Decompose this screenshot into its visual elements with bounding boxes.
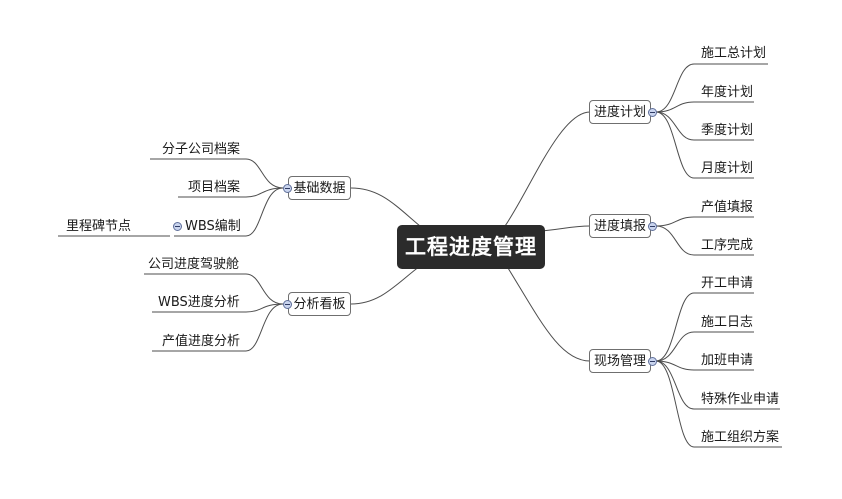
leaf-topic[interactable]: 施工日志 bbox=[701, 315, 754, 330]
leaf-topic[interactable]: 公司进度驾驶舱 bbox=[148, 257, 240, 272]
branch-node-progress-plan[interactable]: 进度计划 bbox=[589, 100, 651, 124]
branch-node-base-data[interactable]: 基础数据 bbox=[288, 176, 351, 200]
leaf-topic[interactable]: 施工组织方案 bbox=[701, 430, 780, 445]
collapse-toggle-icon[interactable] bbox=[283, 184, 292, 193]
collapse-toggle-icon[interactable] bbox=[648, 108, 657, 117]
leaf-topic[interactable]: 工序完成 bbox=[701, 238, 754, 253]
collapse-toggle-icon[interactable] bbox=[648, 357, 657, 366]
branch-node-analysis-board[interactable]: 分析看板 bbox=[288, 292, 351, 316]
leaf-topic[interactable]: 分子公司档案 bbox=[162, 142, 241, 157]
leaf-topic[interactable]: WBS进度分析 bbox=[158, 295, 240, 310]
leaf-topic[interactable]: 里程碑节点 bbox=[66, 219, 132, 234]
leaf-topic[interactable]: 施工总计划 bbox=[701, 46, 767, 61]
collapse-toggle-icon[interactable] bbox=[283, 300, 292, 309]
leaf-topic[interactable]: 季度计划 bbox=[701, 123, 754, 138]
leaf-topic[interactable]: 年度计划 bbox=[701, 85, 754, 100]
leaf-topic[interactable]: 产值填报 bbox=[701, 200, 754, 215]
leaf-topic[interactable]: 特殊作业申请 bbox=[701, 392, 780, 407]
collapse-toggle-icon[interactable] bbox=[648, 222, 657, 231]
collapse-toggle-icon[interactable] bbox=[173, 222, 182, 231]
leaf-topic[interactable]: 项目档案 bbox=[188, 180, 241, 195]
root-topic[interactable]: 工程进度管理 bbox=[397, 225, 545, 269]
leaf-topic[interactable]: 产值进度分析 bbox=[162, 334, 241, 349]
leaf-topic[interactable]: 月度计划 bbox=[701, 161, 754, 176]
leaf-topic[interactable]: 开工申请 bbox=[701, 276, 754, 291]
branch-node-progress-report[interactable]: 进度填报 bbox=[589, 214, 651, 238]
branch-node-site-management[interactable]: 现场管理 bbox=[589, 349, 651, 373]
leaf-topic[interactable]: WBS编制 bbox=[185, 219, 241, 234]
leaf-topic[interactable]: 加班申请 bbox=[701, 353, 754, 368]
